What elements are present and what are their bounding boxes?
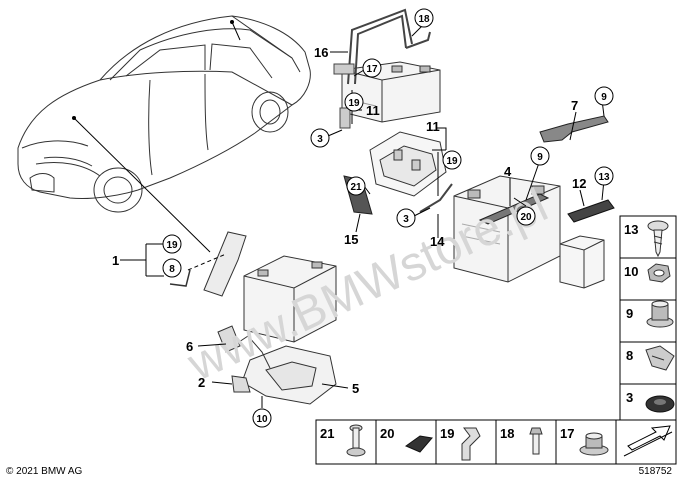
pad-icon [404, 435, 433, 453]
svg-text:19: 19 [348, 98, 360, 109]
svg-text:3: 3 [317, 134, 323, 145]
svg-text:8: 8 [169, 264, 175, 275]
battery-cover [203, 231, 247, 297]
circle-callout-19-top: 19 [344, 92, 364, 112]
aux-connector [567, 199, 615, 223]
svg-text:19: 19 [166, 240, 178, 251]
callout-lines [120, 25, 605, 408]
svg-text:17: 17 [366, 64, 378, 75]
callout-1: 1 [112, 253, 119, 268]
leader-dot [72, 116, 76, 120]
leader-dot [230, 20, 234, 24]
svg-text:13: 13 [598, 172, 610, 183]
aux-battery [559, 235, 605, 289]
vent-hose [419, 183, 453, 213]
callout-14: 14 [430, 234, 445, 249]
bottom-legend-number: 21 [320, 426, 334, 441]
strap-bracket [333, 63, 355, 75]
circle-callout-21: 21 [346, 176, 366, 196]
bottom-legend [315, 419, 677, 465]
circle-callout-18: 18 [414, 8, 434, 28]
screw-icon [647, 220, 669, 258]
circle-callout-20: 20 [516, 206, 536, 226]
callout-5: 5 [352, 381, 359, 396]
svg-text:20: 20 [520, 212, 532, 223]
bottom-legend-number: 17 [560, 426, 574, 441]
battery-tray [369, 131, 447, 197]
callout-15: 15 [344, 232, 358, 247]
side-legend-number: 8 [626, 348, 633, 363]
vent-grommet [339, 107, 351, 129]
leader-line [231, 21, 241, 41]
side-legend-number: 3 [626, 390, 633, 405]
callout-11: 11 [366, 103, 380, 118]
side-legend-number: 9 [626, 306, 633, 321]
callout-11-center: 11 [426, 119, 440, 134]
side-legend-number: 13 [624, 222, 638, 237]
copyright-notice: © 2021 BMW AG [6, 466, 83, 477]
cable-lead [169, 269, 191, 287]
circle-callout-19-left: 19 [162, 234, 182, 254]
svg-text:3: 3 [403, 214, 409, 225]
grommet-icon [645, 395, 675, 413]
callout-2: 2 [198, 375, 205, 390]
callout-4: 4 [504, 164, 512, 179]
svg-text:18: 18 [418, 14, 430, 25]
leader-line [73, 117, 211, 253]
car-outline [17, 15, 311, 213]
svg-text:21: 21 [350, 182, 362, 193]
callout-12: 12 [572, 176, 586, 191]
elbow-hose-icon [461, 427, 481, 461]
clip-2 [231, 375, 251, 393]
flange-nut-icon [579, 432, 609, 456]
callout-16: 16 [314, 45, 328, 60]
hex-nut-icon [647, 263, 671, 283]
circle-callout-3-top: 3 [310, 128, 330, 148]
bottom-legend-number: 19 [440, 426, 454, 441]
svg-text:10: 10 [256, 414, 268, 425]
circle-callout-9-right: 9 [594, 86, 614, 106]
bottom-legend-number: 18 [500, 426, 514, 441]
bolt-icon [346, 424, 366, 457]
side-legend-number: 10 [624, 264, 638, 279]
lower-battery [243, 255, 337, 343]
hex-bolt-icon [529, 427, 543, 455]
cable-clip-icon [645, 345, 675, 371]
bottom-legend-number: 20 [380, 426, 394, 441]
svg-text:9: 9 [601, 92, 607, 103]
callout-7: 7 [571, 98, 578, 113]
circle-callout-13: 13 [594, 166, 614, 186]
circle-callout-3-center: 3 [396, 208, 416, 228]
circle-callout-10: 10 [252, 408, 272, 428]
collar-nut-icon [646, 300, 674, 328]
hold-down-bar [478, 193, 550, 225]
svg-text:9: 9 [537, 152, 543, 163]
callout-6: 6 [186, 339, 193, 354]
battery-strap [347, 8, 431, 85]
svg-text:19: 19 [446, 156, 458, 167]
diagram-id: 518752 [638, 466, 672, 477]
circle-callout-17: 17 [362, 58, 382, 78]
circle-callout-9-center: 9 [530, 146, 550, 166]
base-plate [235, 335, 337, 405]
circle-callout-8: 8 [162, 258, 182, 278]
circle-callout-19-center: 19 [442, 150, 462, 170]
arrow-icon [623, 425, 673, 457]
bracket-6 [217, 325, 241, 353]
